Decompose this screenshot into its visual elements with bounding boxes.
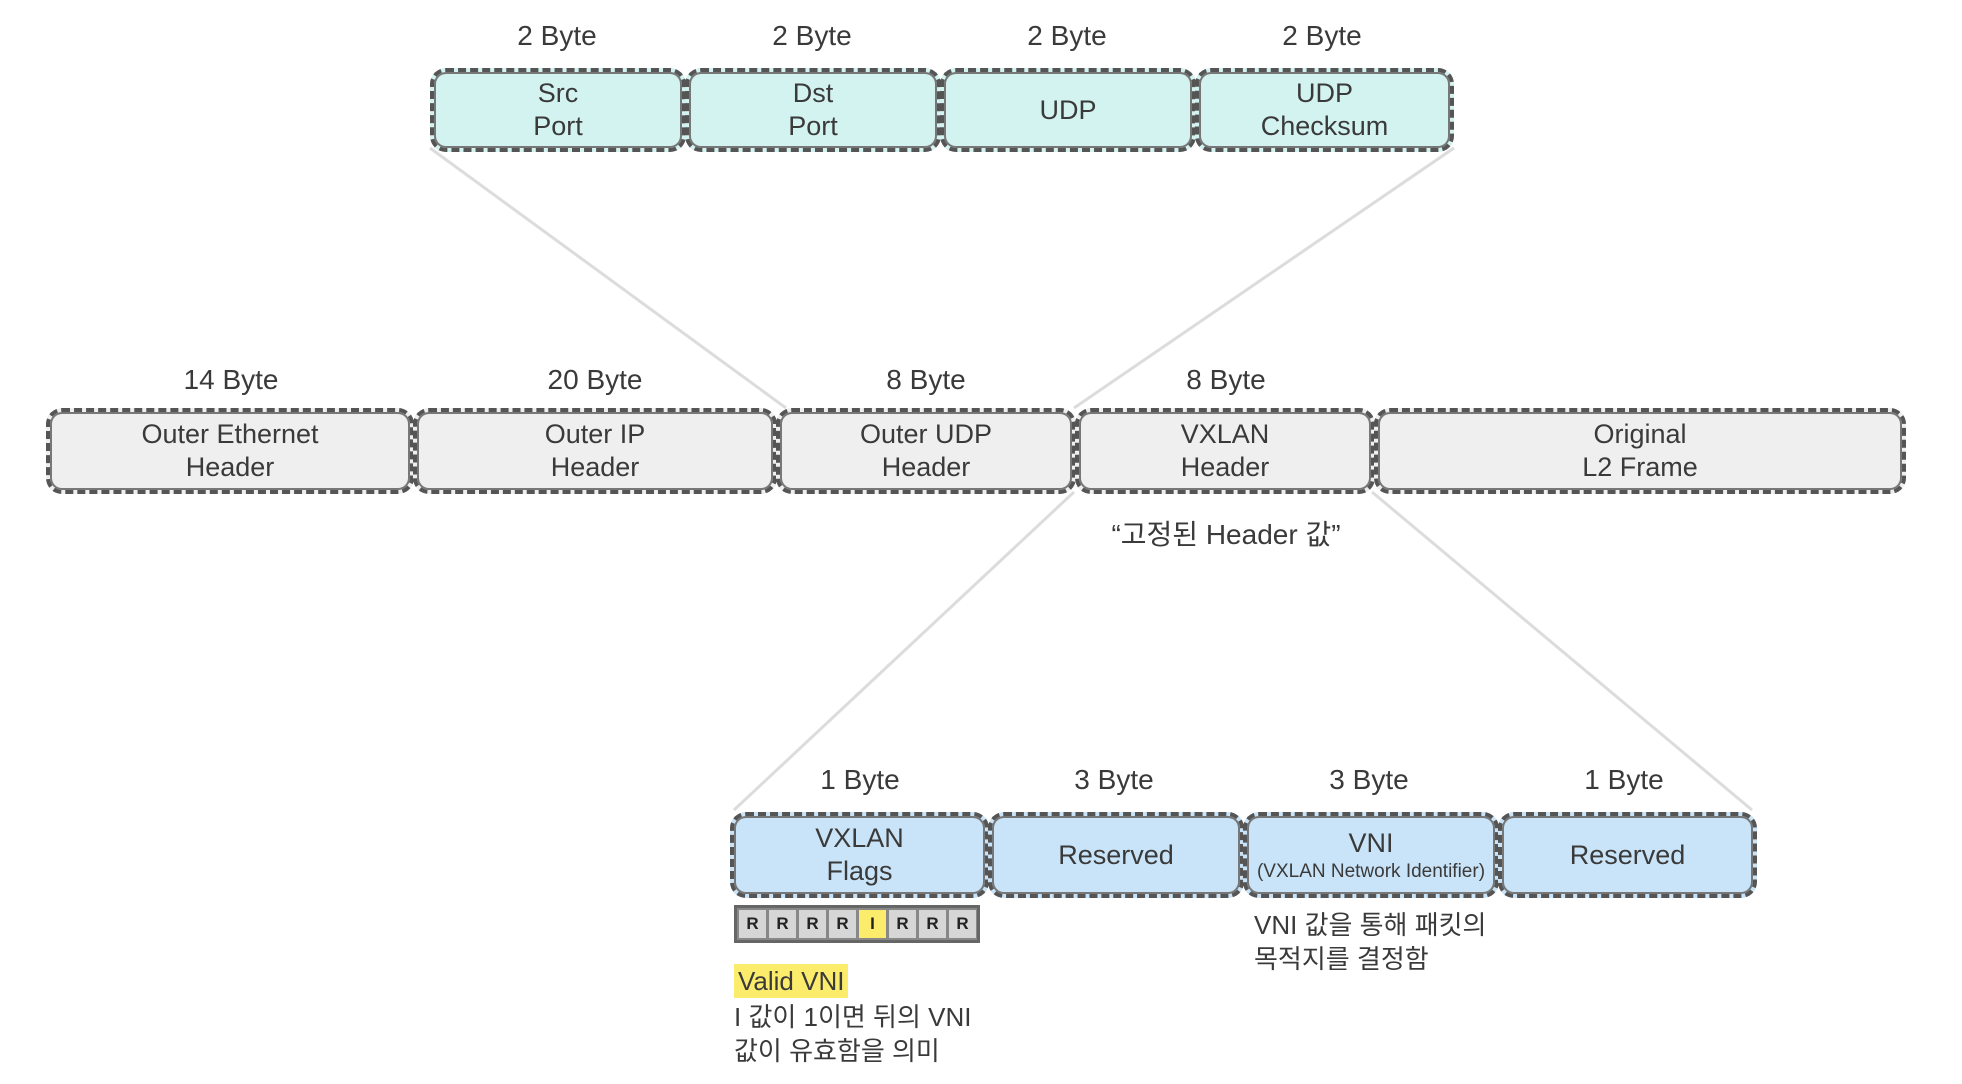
size-label: 2 Byte [1027,20,1107,51]
size-label: 3 Byte [1074,764,1154,795]
flag-bit: R [887,908,917,940]
flags-note-line: 값이 유효함을 의미 [734,1036,940,1066]
field-line: UDP [1295,78,1353,108]
field-reserved-1byte: Reserved [1498,812,1757,898]
connector-vxlan-right [1371,490,1753,812]
field-line: Port [533,111,583,141]
field-line: UDP [1039,94,1097,125]
valid-vni-note: Valid VNI [734,964,849,998]
field-vni: VNI (VXLAN Network Identifier) [1243,812,1499,898]
valid-vni-label: Valid VNI [734,964,849,998]
flag-bit: R [827,908,857,940]
size-label: 1 Byte [820,764,900,795]
flags-note: I 값이 1이면 뒤의 VNI 값이 유효함을 의미 [734,1000,971,1068]
field-line: Outer IP [544,419,646,449]
vxlan-caption: “고정된 Header 값” [1111,519,1341,550]
field-dst-port: Dst Port [685,68,941,152]
field-original-l2-frame: Original L2 Frame [1374,408,1906,494]
flag-bit: R [767,908,797,940]
field-line: Header [185,452,275,482]
size-label: 8 Byte [1186,364,1266,395]
field-outer-udp-header: Outer UDP Header [776,408,1076,494]
flag-bit: R [797,908,827,940]
vni-note-line: 목적지를 결정함 [1254,944,1429,974]
field-line: Src [537,78,579,108]
field-line: Port [788,111,838,141]
field-line: Flags [826,856,893,886]
field-line: VNI [1348,827,1394,858]
flag-bits: R R R R I R R R [734,905,980,943]
connector-vxlan-left [732,490,1076,812]
field-udp-checksum: UDP Checksum [1195,68,1454,152]
field-src-port: Src Port [430,68,686,152]
field-line: VXLAN [815,823,904,853]
field-line: Header [550,452,640,482]
field-line: VXLAN [1180,419,1270,449]
field-line: L2 Frame [1582,452,1698,482]
size-label: 3 Byte [1329,764,1409,795]
field-udp: UDP [940,68,1196,152]
field-vxlan-header: VXLAN Header [1075,408,1375,494]
field-line: Reserved [1058,839,1174,870]
field-outer-ip-header: Outer IP Header [413,408,777,494]
flag-bit: R [917,908,947,940]
size-label: 1 Byte [1584,764,1664,795]
size-label: 2 Byte [1282,20,1362,51]
field-vxlan-flags: VXLAN Flags [730,812,989,898]
field-line: (VXLAN Network Identifier) [1256,860,1486,882]
size-label: 8 Byte [886,364,966,395]
field-line: Checksum [1260,111,1389,141]
size-label: 2 Byte [517,20,597,51]
size-label: 2 Byte [772,20,852,51]
field-outer-ethernet-header: Outer Ethernet Header [46,408,414,494]
field-line: Original [1593,419,1687,449]
field-reserved-3byte: Reserved [988,812,1244,898]
size-label: 20 Byte [547,364,643,395]
vni-note: VNI 값을 통해 패킷의 목적지를 결정함 [1254,908,1486,976]
field-line: Outer Ethernet [141,419,319,449]
field-line: Outer UDP [859,419,993,449]
flags-note-line: I 값이 1이면 뒤의 VNI [734,1002,972,1032]
flag-bit: R [947,908,977,940]
field-line: Header [1180,452,1270,482]
size-label: 14 Byte [183,364,279,395]
field-line: Header [881,452,971,482]
vni-note-line: VNI 값을 통해 패킷의 [1254,910,1487,940]
flag-bit: R [737,908,767,940]
field-line: Reserved [1569,839,1686,870]
flag-bit-i: I [857,908,887,940]
field-line: Dst [792,78,834,108]
